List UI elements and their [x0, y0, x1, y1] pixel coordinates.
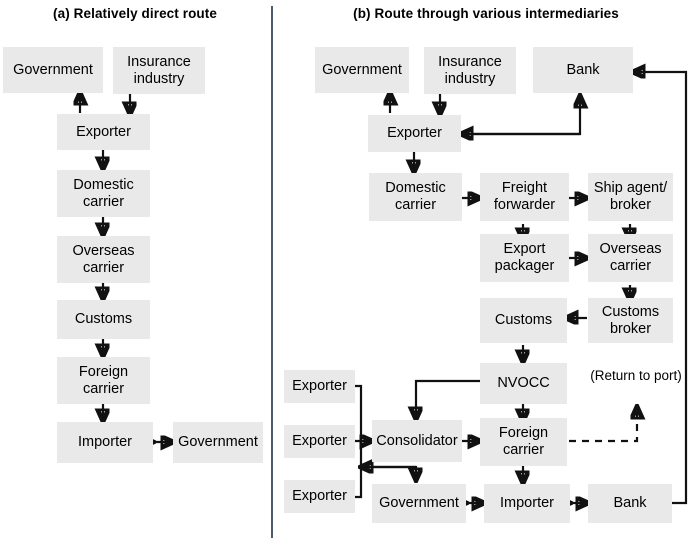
node-b-exporter-1[interactable]: Exporter [284, 370, 355, 403]
node-a-government-top[interactable]: Government [3, 47, 103, 93]
node-label: Consolidator [376, 432, 458, 449]
node-label: Government [322, 61, 402, 78]
edge-b-exporter-bank-up [461, 96, 580, 136]
node-label: Exporter [292, 378, 347, 394]
node-label: Government [379, 495, 459, 511]
node-b-insurance-industry[interactable]: Insurance industry [424, 47, 516, 94]
node-label: Customs [74, 311, 133, 327]
node-b-ship-agent-broker[interactable]: Ship agent/ broker [588, 173, 673, 221]
node-label: Freight forwarder [493, 180, 556, 213]
node-label: Insurance industry [127, 53, 191, 87]
edge-b-bus-government-down [361, 465, 416, 480]
node-label: Domestic carrier [73, 176, 134, 210]
edge-b-nvocc-consolidator [416, 379, 487, 419]
node-label: Customs broker [601, 303, 660, 337]
node-label: NVOCC [497, 375, 550, 391]
node-b-importer[interactable]: Importer [484, 484, 570, 523]
panel-a-title: (a) Relatively direct route [52, 6, 217, 21]
node-label: Importer [78, 434, 132, 450]
node-label: Exporter [292, 488, 347, 504]
edge-b-foreign-return-to-port [569, 407, 637, 443]
node-b-customs[interactable]: Customs [480, 298, 567, 343]
node-b-government-top[interactable]: Government [315, 47, 409, 93]
node-a-foreign-carrier[interactable]: Foreign carrier [57, 357, 150, 404]
node-a-government-bottom[interactable]: Government [173, 422, 263, 463]
node-b-exporter[interactable]: Exporter [368, 115, 461, 152]
edge-b-bank-loop [633, 72, 688, 505]
node-b-consolidator[interactable]: Consolidator [372, 420, 462, 462]
node-a-exporter[interactable]: Exporter [57, 114, 150, 150]
node-b-overseas-carrier[interactable]: Overseas carrier [588, 234, 673, 282]
node-label: Foreign carrier [498, 425, 549, 458]
node-a-insurance-industry[interactable]: Insurance industry [113, 47, 205, 94]
annotation-return-to-port: (Return to port) [590, 368, 682, 383]
node-label: Customs [494, 312, 553, 328]
node-label: Bank [566, 61, 600, 78]
node-label: Overseas carrier [599, 241, 662, 274]
node-b-government-bottom[interactable]: Government [372, 484, 466, 523]
node-b-export-packager[interactable]: Export packager [480, 234, 569, 282]
node-label: Insurance industry [438, 53, 502, 87]
node-b-freight-forwarder[interactable]: Freight forwarder [480, 173, 569, 221]
node-b-exporter-2[interactable]: Exporter [284, 425, 355, 458]
edge-b-exporter-bus [355, 384, 363, 499]
node-b-domestic-carrier[interactable]: Domestic carrier [369, 173, 462, 221]
node-a-domestic-carrier[interactable]: Domestic carrier [57, 170, 150, 217]
node-label: Overseas carrier [72, 242, 135, 276]
node-label: Bank [613, 495, 647, 511]
node-b-customs-broker[interactable]: Customs broker [588, 298, 673, 343]
node-label: Government [13, 61, 93, 78]
node-label: Exporter [292, 433, 347, 449]
panel-divider [271, 6, 273, 538]
node-a-overseas-carrier[interactable]: Overseas carrier [57, 236, 150, 283]
node-a-customs[interactable]: Customs [57, 300, 150, 339]
panel-b-title: (b) Route through various intermediaries [353, 6, 619, 21]
node-b-foreign-carrier[interactable]: Foreign carrier [480, 418, 567, 466]
node-label: Export packager [494, 241, 555, 274]
node-a-importer[interactable]: Importer [57, 422, 153, 463]
node-b-nvocc[interactable]: NVOCC [480, 363, 567, 404]
node-label: Importer [500, 495, 554, 511]
node-b-bank-bottom[interactable]: Bank [588, 484, 672, 523]
node-label: Exporter [387, 125, 442, 141]
node-b-bank-top[interactable]: Bank [533, 47, 633, 93]
node-label: Ship agent/ broker [593, 180, 668, 213]
node-label: Government [178, 434, 258, 450]
node-label: Domestic carrier [385, 180, 446, 213]
node-label: Exporter [76, 123, 131, 140]
node-b-exporter-3[interactable]: Exporter [284, 480, 355, 513]
node-label: Foreign carrier [78, 363, 129, 397]
